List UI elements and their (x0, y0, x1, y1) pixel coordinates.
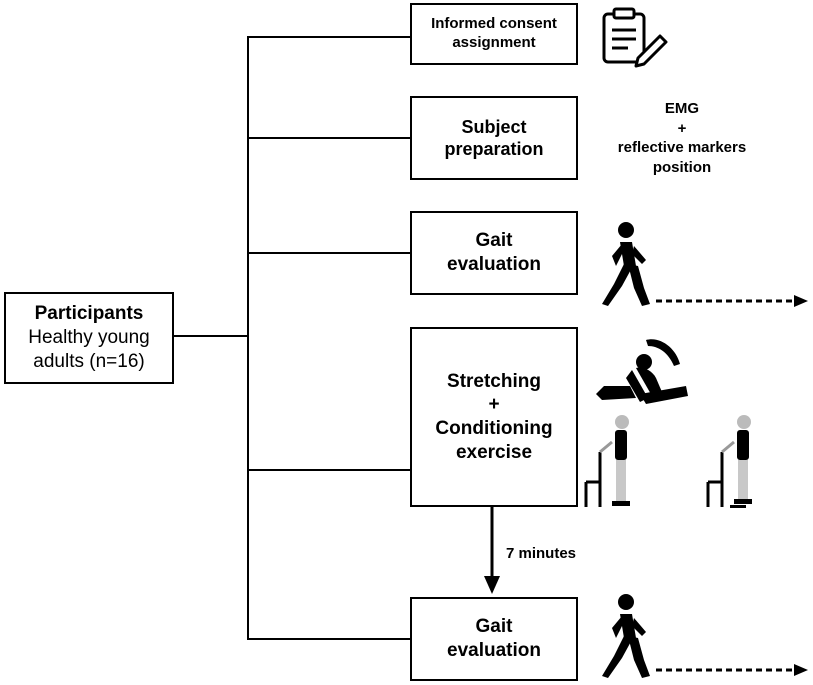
exercise-label-1: Stretching (447, 370, 541, 392)
branch-gait-1 (247, 252, 410, 254)
participants-title: Participants (34, 303, 144, 325)
branch-exercise (247, 469, 410, 471)
gait-1-label-1: Gait (475, 230, 513, 252)
walking-person-icon-1 (602, 222, 650, 306)
exercise-label-3: Conditioning (435, 418, 553, 439)
gait-evaluation-box-2: Gait evaluation (410, 597, 578, 681)
branch-gait-2 (247, 638, 410, 640)
preparation-note-2: + (677, 119, 687, 137)
branch-preparation (247, 137, 410, 139)
clipboard-pencil-icon (602, 7, 668, 68)
gait-2-label-1: Gait (475, 616, 513, 638)
participants-box: Participants Healthy young adults (n=16) (4, 292, 174, 384)
preparation-note-4: position (652, 158, 712, 176)
chair-supported-squat-icon (584, 415, 630, 507)
dotted-arrow-2 (656, 664, 808, 676)
interval-arrow (484, 507, 500, 594)
trunk-line (247, 36, 249, 640)
branch-consent (247, 36, 410, 38)
dotted-arrow-1 (656, 295, 808, 307)
rest-interval-label: 7 minutes (506, 545, 577, 562)
participants-description-2: adults (n=16) (33, 350, 145, 372)
exercise-label-2: + (488, 394, 500, 416)
gait-2-label-2: evaluation (447, 640, 541, 661)
chair-supported-heel-raise-icon (706, 415, 752, 508)
preparation-label-1: Subject (461, 116, 527, 137)
consent-label-2: assignment (452, 34, 536, 51)
stretching-silhouette-icon (596, 339, 688, 404)
preparation-note-1: EMG (664, 100, 700, 117)
preparation-label-2: preparation (444, 139, 544, 159)
participants-description-1: Healthy young (28, 327, 150, 349)
exercise-box: Stretching + Conditioning exercise (410, 327, 578, 507)
preparation-note: EMG + reflective markers position (592, 99, 772, 177)
consent-box: Informed consent assignment (410, 3, 578, 65)
preparation-note-3: reflective markers (617, 139, 747, 156)
gait-evaluation-box-1: Gait evaluation (410, 211, 578, 295)
exercise-label-4: exercise (455, 441, 533, 463)
preparation-box: Subject preparation (410, 96, 578, 180)
walking-person-icon-2 (602, 594, 650, 678)
consent-label-1: Informed consent (431, 15, 557, 33)
gait-1-label-2: evaluation (447, 254, 541, 275)
participants-connector (172, 335, 248, 337)
